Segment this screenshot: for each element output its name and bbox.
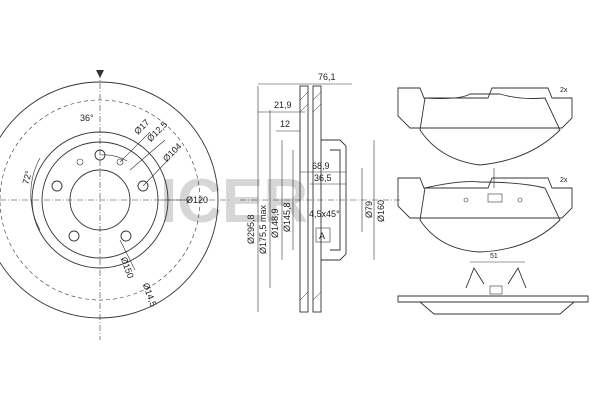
- pad-bottom-clip-slot: [487, 193, 503, 203]
- qty-bottom: 2x: [560, 177, 568, 184]
- dim-width-76: 76,1: [318, 72, 336, 82]
- pad-side-backplate: [397, 295, 589, 303]
- angle-arc-36: [99, 154, 128, 162]
- pad-spring-clip: [465, 267, 527, 289]
- leader-d104: [142, 159, 169, 187]
- watermark-logo: ICER: [160, 167, 308, 236]
- pad-spring-center: [489, 285, 503, 295]
- bolt-hole: [51, 180, 63, 192]
- hat-profile: [321, 139, 347, 261]
- dim-depth-689: 68,9: [312, 161, 330, 171]
- pad-top-friction: [419, 93, 561, 166]
- disc-side-view: 76,1 21,9 12 Ø295,8 Ø175,5 max Ø148,9 Ø1…: [240, 72, 400, 313]
- friction-plate-inner: [312, 85, 322, 313]
- bolt-hole: [68, 230, 80, 242]
- dim-d160: Ø160: [376, 200, 386, 222]
- dim-angle-36: 36°: [80, 113, 94, 123]
- pad-bottom-backplate: [397, 177, 573, 219]
- dim-d175: Ø175,5 max: [258, 204, 268, 254]
- dim-d79: Ø79: [364, 201, 374, 218]
- vent-hatching: [299, 91, 322, 301]
- dim-d148: Ø148,9: [270, 208, 280, 238]
- section-a-box: [315, 227, 331, 243]
- dim-clip-51: 51: [490, 253, 498, 260]
- dim-offset-219: 21,9: [274, 100, 292, 110]
- pad-bottom-pin: [517, 197, 523, 203]
- pad-side-friction: [419, 301, 575, 315]
- dim-depth-365: 36,5: [314, 173, 332, 183]
- bolt-hole: [120, 230, 132, 242]
- brake-pads: 2x 2x 51: [397, 87, 589, 315]
- qty-top: 2x: [560, 87, 568, 94]
- center-bore-circle: [69, 169, 131, 231]
- disc-outer-circle: [0, 81, 219, 319]
- dim-d120: Ø120: [186, 195, 208, 205]
- leader-d17: [119, 131, 151, 163]
- bolt-hole: [137, 180, 149, 192]
- dim-offset-12: 12: [280, 119, 290, 129]
- hat-inner-profile: [330, 149, 341, 251]
- pad-bottom-friction: [419, 181, 561, 253]
- dim-chamfer: 4,5x45°: [309, 209, 340, 219]
- locator-hole: [116, 158, 124, 166]
- locator-hole: [76, 158, 84, 166]
- dim-d295: Ø295,8: [246, 214, 256, 244]
- angle-arc-72: [30, 157, 41, 231]
- friction-plate-outer: [299, 85, 309, 313]
- dim-d104: Ø104: [161, 141, 184, 164]
- hat-inner-circle: [41, 141, 159, 259]
- dim-d145: Ø14,5: [141, 282, 159, 308]
- top-arrow-marker: [96, 70, 104, 78]
- leader-d150: [119, 239, 136, 271]
- pad-top-backplate: [397, 87, 573, 129]
- pad-bottom-pin: [463, 197, 469, 203]
- leader-d125: [129, 139, 166, 171]
- dim-d145: Ø145,8: [282, 202, 292, 232]
- label-a: A: [319, 231, 325, 241]
- dim-angle-72: 72°: [21, 169, 34, 185]
- friction-ring-circle: [0, 99, 201, 301]
